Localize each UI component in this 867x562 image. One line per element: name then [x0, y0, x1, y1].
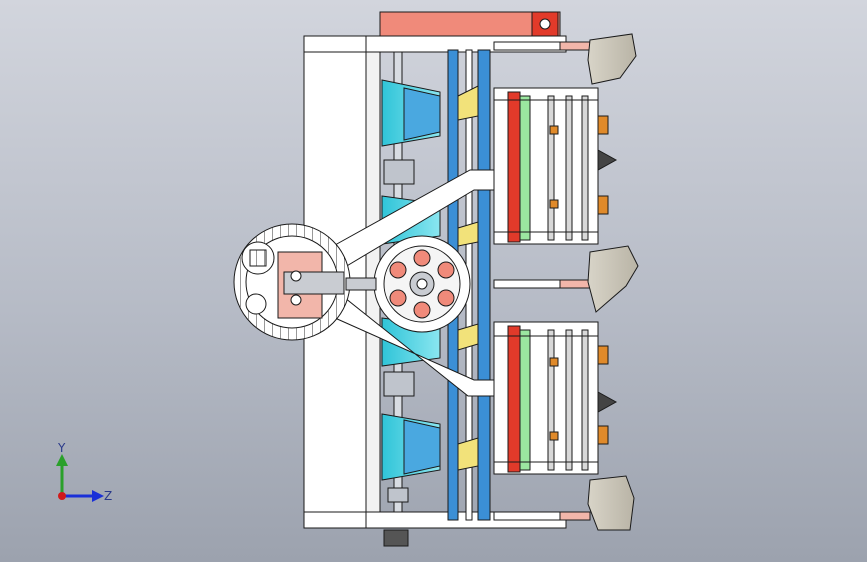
y-arrowhead-icon [56, 454, 68, 466]
seed-tubes [457, 85, 479, 471]
row-unit-upper [493, 87, 618, 245]
drive-sprocket [345, 235, 471, 333]
origin-icon [58, 492, 66, 500]
furrow-shoes [587, 33, 639, 531]
gearbox-housing [233, 223, 351, 341]
row-unit-lower [493, 321, 618, 475]
axis-triad: Y Z [56, 441, 112, 503]
marker-arms [493, 41, 591, 521]
seeder-assembly[interactable] [233, 11, 639, 547]
z-arrowhead-icon [92, 490, 104, 502]
top-hitch-bracket [379, 11, 561, 37]
y-axis-label: Y [57, 441, 66, 455]
z-axis-label: Z [104, 489, 112, 503]
